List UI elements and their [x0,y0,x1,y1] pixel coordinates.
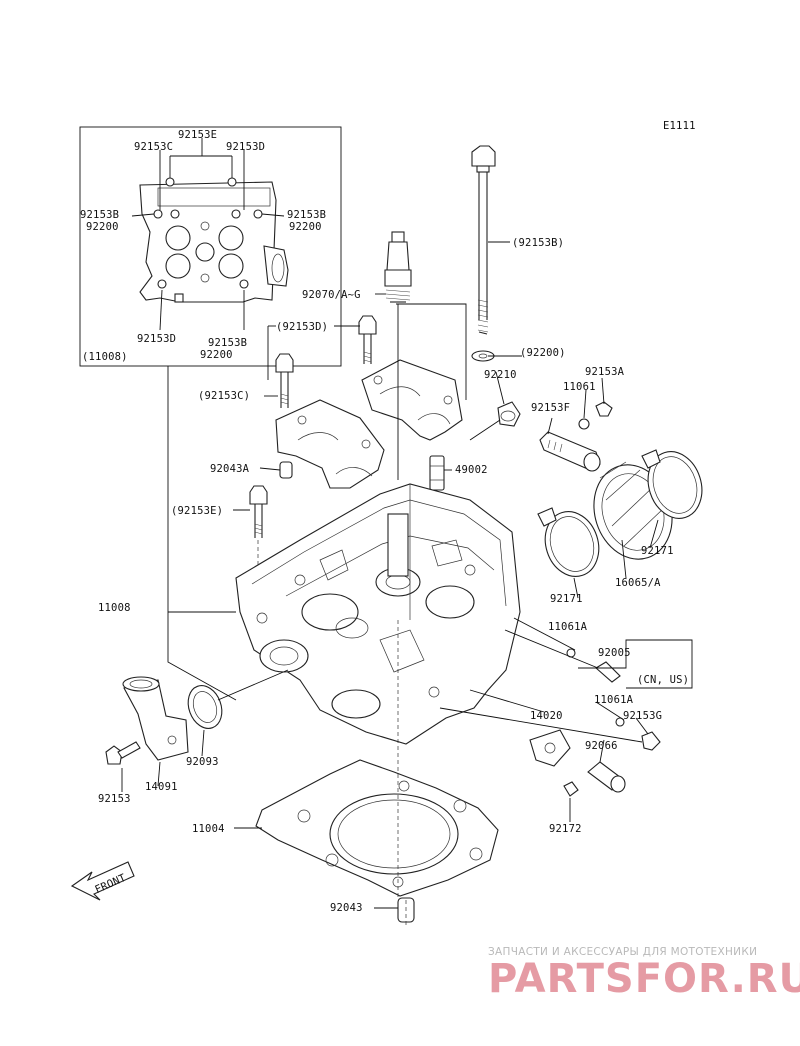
washer-11061A-mid [615,717,625,727]
cover-14020-part [529,729,571,767]
leader-lines [121,241,693,909]
label-92210: 92210 [484,369,517,381]
label-spark-plug: 92070/A~G [302,289,361,301]
label-11004: 11004 [192,823,225,835]
inset-frame [79,126,342,367]
label-11008: 11008 [98,602,131,614]
label-92153G: 92153G [623,710,662,722]
label-92153D: (92153D) [276,321,328,333]
watermark-logo: PARTSFOR.RU [488,956,800,1002]
inset-label-92153C: 92153C [134,141,173,153]
label-11061A-top: 11061A [548,621,588,633]
spark-plug-part [384,231,412,303]
label-92153E: (92153E) [171,505,223,517]
label-92066: 92066 [585,740,618,752]
label-16065: 16065/A [615,577,661,589]
cylinder-head-part [235,483,521,745]
inset-leaders [131,138,285,331]
water-fitting-part [122,676,189,761]
inset-label-92200-right: 92200 [289,221,322,233]
intake-bolt-part [539,401,613,472]
label-11061A-mid: 11061A [594,694,634,706]
inset-top-view: 92153E 92153C 92153D 92153B 92200 92153B… [79,126,342,367]
label-11061: 11061 [563,381,596,393]
centerlines [257,540,407,928]
label-92153F: 92153F [531,402,570,414]
plug-92005-part [595,661,621,683]
oring-part [187,685,223,729]
head-gasket-part [255,759,499,897]
inset-label-92153B-bottom: 92153B [208,337,247,349]
callout-labels: (92153B) 92070/A~G (92153D) (92200) (921… [98,237,689,914]
label-92153C: (92153C) [198,390,250,402]
label-92005: 92005 [598,647,631,659]
label-92043A: 92043A [210,463,250,475]
bolt-92172-part [563,781,579,797]
bolt-92153G-part [641,731,661,751]
inset-label-92153D-top: 92153D [226,141,265,153]
cap-92210-part [497,401,521,427]
label-92171-mid: 92171 [550,593,583,605]
label-92172: 92172 [549,823,582,835]
label-92153B-bolt: (92153B) [512,237,564,249]
inset-label-92153B-left: 92153B [80,209,119,221]
inset-cylinder-head-top [139,177,289,303]
front-arrow-icon: FRONT [70,861,135,901]
pipe-92066-part [587,761,626,793]
label-92171-top: 92171 [641,545,674,557]
label-92043: 92043 [330,902,363,914]
label-14091: 14091 [145,781,178,793]
long-bolt-part [471,145,496,335]
bolt-92153C-part [275,353,294,408]
label-92093: 92093 [186,756,219,768]
camshaft-cap-left [275,399,385,489]
valve-seal-49002-part [429,455,445,491]
watermark-subtitle: ЗАПЧАСТИ И АКСЕССУАРЫ ДЛЯ МОТОТЕХНИКИ [488,946,758,958]
label-49002: 49002 [455,464,488,476]
bolt-92153-part [105,741,141,765]
clamp-top-part [641,449,703,519]
label-92153A: 92153A [585,366,625,378]
inset-label-92153D-bottom: 92153D [137,333,176,345]
label-market-note: (CN, US) [637,674,689,686]
label-14020: 14020 [530,710,563,722]
clamp-mid-part [537,507,600,577]
inset-label-92200-left: 92200 [86,221,119,233]
bolt-92153E-part [249,485,268,538]
inset-label-92200-bottom: 92200 [200,349,233,361]
label-92200: (92200) [520,347,566,359]
inset-label-92153E: 92153E [178,129,217,141]
inset-label-92153B-right: 92153B [287,209,326,221]
diagram-code: E1111 [663,120,696,132]
bolt-92153D-part [358,315,377,364]
inset-label-11008: (11008) [82,351,128,363]
dowel-92043A-part [279,461,293,479]
label-92153: 92153 [98,793,131,805]
camshaft-cap-right [361,359,463,441]
